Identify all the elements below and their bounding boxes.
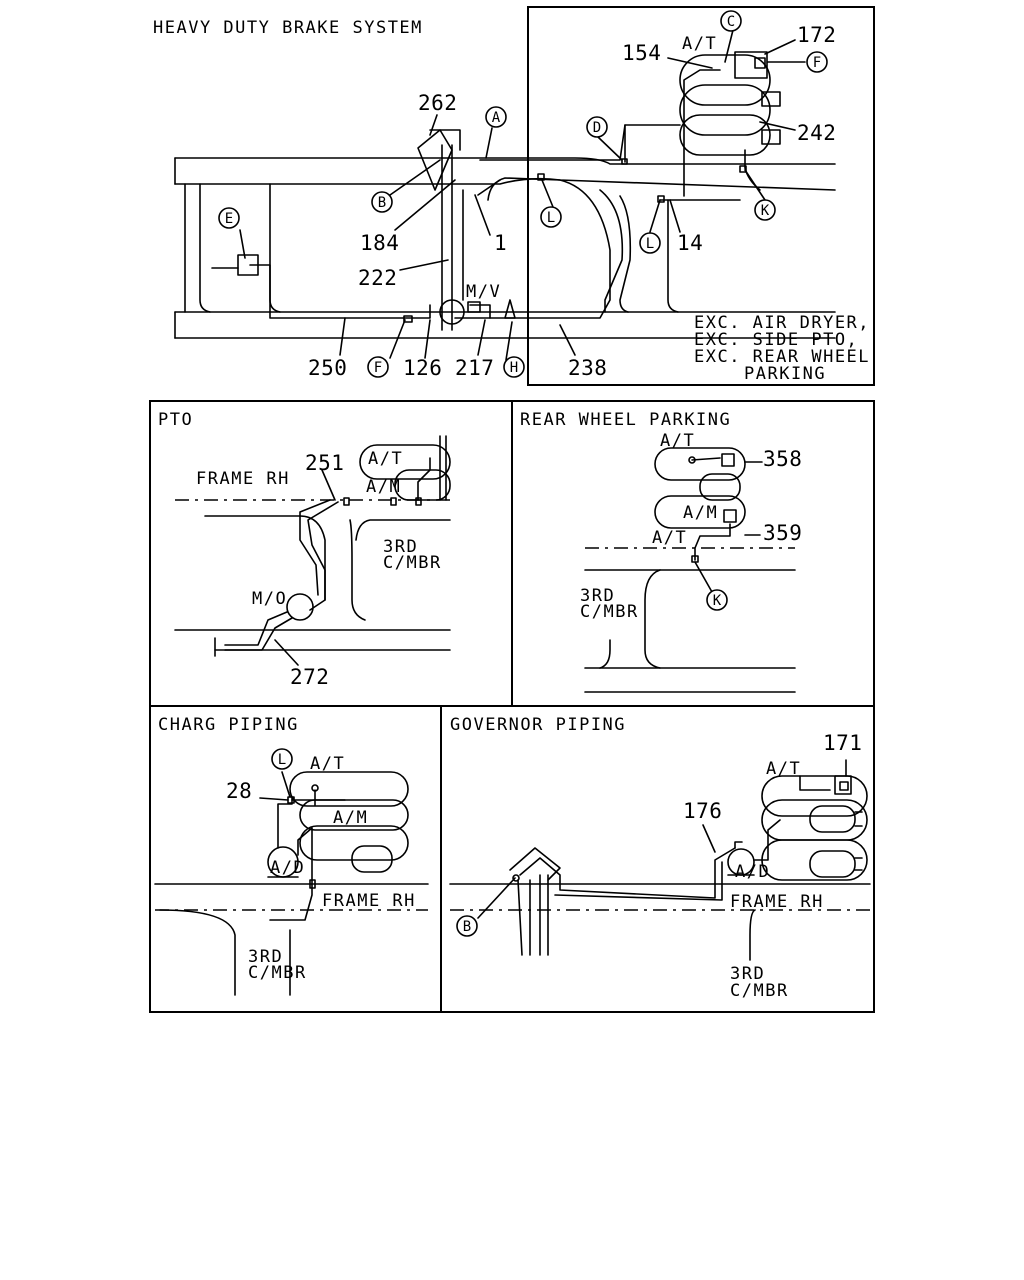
callout-c: C: [727, 14, 735, 30]
part-184: 184: [360, 231, 399, 255]
main-leaders: [239, 29, 806, 361]
charg-title: CHARG PIPING: [158, 715, 299, 735]
callout-b: B: [378, 195, 386, 211]
charg-am: A/M: [333, 808, 368, 828]
pto-cmbr-1: 3RD: [383, 537, 418, 557]
gov-title: GOVERNOR PIPING: [450, 715, 626, 735]
note-line-1: EXC. AIR DRYER,: [694, 313, 870, 333]
pto-at: A/T: [368, 449, 403, 469]
gov-callout-b: B: [463, 919, 471, 935]
note-line-3: EXC. REAR WHEEL: [694, 347, 870, 367]
gov-cmbr-2: C/MBR: [730, 981, 789, 1001]
part-272: 272: [290, 665, 329, 689]
part-28: 28: [226, 779, 252, 803]
pto-frame-rh: FRAME RH: [196, 469, 290, 489]
rear-wheel-parking-panel: REAR WHEEL PARKING A/T A/M A/T 358 359 3…: [520, 410, 802, 693]
note-line-2: EXC. SIDE PTO,: [694, 330, 858, 350]
main-tanks: [679, 51, 781, 156]
rwp-callout-k: K: [713, 593, 722, 609]
rwp-am: A/M: [683, 503, 718, 523]
main-mv-label: M/V: [466, 282, 501, 302]
part-14: 14: [677, 231, 703, 255]
main-title: HEAVY DUTY BRAKE SYSTEM: [153, 18, 423, 38]
charg-frame-rh: FRAME RH: [322, 891, 416, 911]
gov-cmbr-1: 3RD: [730, 964, 765, 984]
rwp-cmbr-1: 3RD: [580, 586, 615, 606]
part-154: 154: [622, 41, 661, 65]
rwp-cmbr-2: C/MBR: [580, 602, 639, 622]
main-components: [211, 129, 747, 325]
main-view: HEAVY DUTY BRAKE SYSTEM: [153, 6, 875, 386]
panel-grid: [149, 400, 875, 1013]
pto-title: PTO: [158, 410, 193, 430]
part-251: 251: [305, 451, 344, 475]
main-part-numbers: 262 184 222 1 250 126 217 238 14 154 172…: [308, 23, 836, 380]
callout-k: K: [761, 203, 770, 219]
callout-h: H: [510, 360, 518, 376]
callout-l: L: [547, 210, 555, 226]
main-inset-box: [527, 6, 875, 386]
part-217: 217: [455, 356, 494, 380]
callout-f-inset: F: [813, 55, 821, 71]
callout-l-2: L: [646, 236, 654, 252]
rwp-at-bottom: A/T: [652, 528, 687, 548]
charg-ad: A/D: [270, 858, 305, 878]
charg-at: A/T: [310, 754, 345, 774]
part-262: 262: [418, 91, 457, 115]
charg-callout-l: L: [278, 752, 286, 768]
charg-cmbr-1: 3RD: [248, 947, 283, 967]
pto-mo: M/O: [252, 589, 287, 609]
callout-e: E: [225, 211, 233, 227]
pipes: [249, 69, 761, 319]
part-172: 172: [797, 23, 836, 47]
part-359: 359: [763, 521, 802, 545]
charg-cmbr-2: C/MBR: [248, 963, 307, 983]
part-176: 176: [683, 799, 722, 823]
pto-am: A/M: [366, 477, 401, 497]
rwp-title: REAR WHEEL PARKING: [520, 410, 731, 430]
main-callouts: A B C D E F F H K L L: [218, 10, 828, 378]
part-126: 126: [403, 356, 442, 380]
charg-piping-panel: CHARG PIPING A/T A/M A/D FRAME RH 28 3RD…: [154, 715, 429, 996]
part-238: 238: [568, 356, 607, 380]
part-171: 171: [823, 731, 862, 755]
part-222: 222: [358, 266, 397, 290]
callout-d: D: [593, 120, 601, 136]
note-line-4: PARKING: [744, 364, 826, 384]
part-1: 1: [494, 231, 507, 255]
callout-f: F: [374, 360, 382, 376]
gov-ad: A/D: [735, 862, 770, 882]
pto-panel: PTO FRAME RH 251 A/T A/M 3RD C/MBR M/O 2…: [158, 410, 451, 689]
part-358: 358: [763, 447, 802, 471]
main-note: EXC. AIR DRYER, EXC. SIDE PTO, EXC. REAR…: [694, 313, 870, 384]
part-250: 250: [308, 356, 347, 380]
rwp-at-top: A/T: [660, 431, 695, 451]
governor-piping-panel: GOVERNOR PIPING 171 A/T 176 A/D FRAME RH…: [449, 715, 871, 1001]
gov-at: A/T: [766, 759, 801, 779]
pto-cmbr-2: C/MBR: [383, 553, 442, 573]
main-at-label: A/T: [682, 34, 717, 54]
part-242: 242: [797, 121, 836, 145]
callout-a: A: [492, 110, 501, 126]
gov-frame-rh: FRAME RH: [730, 892, 824, 912]
